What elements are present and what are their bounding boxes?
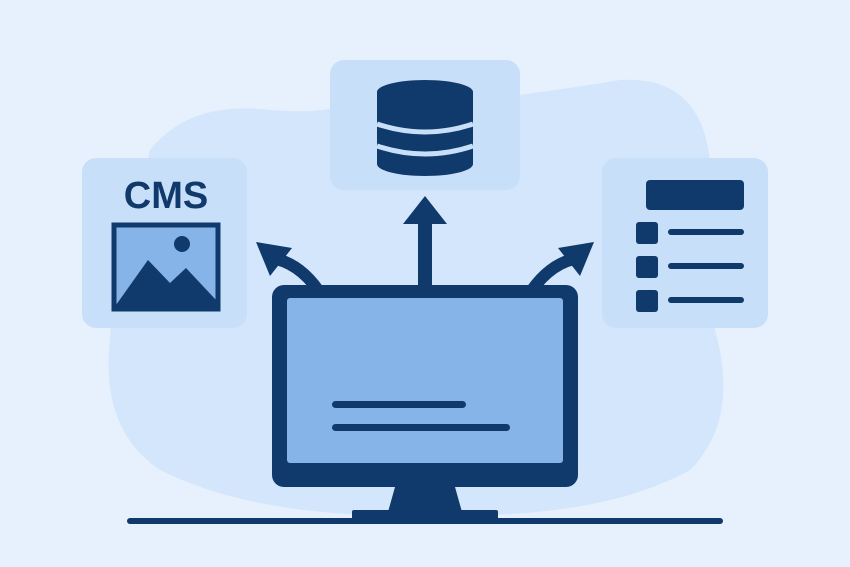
database-icon [376,80,474,176]
ground-line [127,518,723,524]
cms-label: CMS [124,175,208,217]
database-card [330,60,520,190]
monitor-screen [287,298,563,463]
cms-card: CMS [82,158,247,328]
arrow-up [403,196,447,290]
image-icon [111,222,221,312]
list-icon [636,180,744,312]
list-card [602,158,768,328]
monitor-icon [272,285,578,522]
monitor-stand [388,487,462,512]
